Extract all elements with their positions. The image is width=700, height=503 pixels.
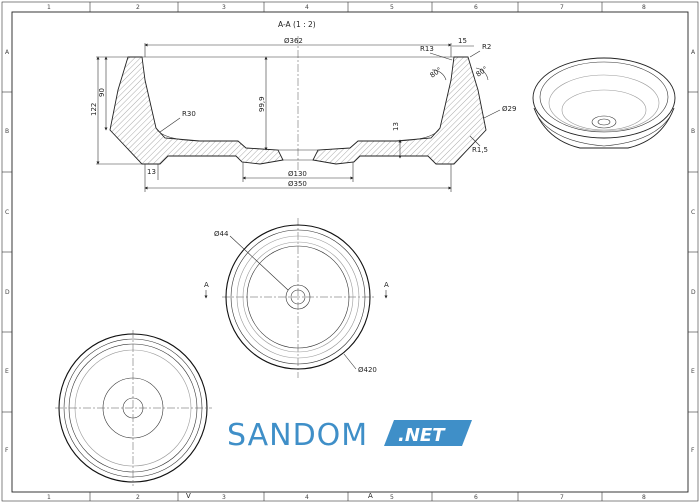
dim-base-diameter: Ø350 (288, 180, 307, 188)
section-hatch-right (312, 56, 487, 165)
dim-r30: R30 (182, 110, 196, 118)
zone-label: 4 (305, 494, 309, 501)
dim-d29: Ø29 (502, 105, 516, 113)
watermark-suffix: .NET (398, 425, 446, 446)
zone-label: A (691, 49, 696, 56)
section-arrow-label-bottom: A (384, 281, 389, 289)
plan-drain-label: Ø44 (214, 230, 229, 238)
zone-labels-top: 1 2 3 4 5 6 7 8 (47, 4, 646, 11)
dim-r13: R13 (420, 45, 434, 53)
dim-r2: R2 (482, 43, 491, 51)
sandom-watermark-logo: SANDOM .NET (227, 418, 472, 453)
zone-label: 8 (642, 4, 646, 11)
zone-label: 6 (474, 494, 478, 501)
dim-13-left: 13 (147, 168, 156, 176)
dim-depth: 99,9 (258, 96, 266, 112)
zone-label: F (691, 447, 695, 454)
dim-height-inner: 90 (98, 88, 106, 97)
zone-label: C (691, 209, 695, 216)
bottom-view (55, 330, 212, 486)
zone-label: 4 (305, 4, 309, 11)
zone-label: 1 (47, 494, 51, 501)
zone-label: B (5, 128, 9, 135)
watermark-brand: SANDOM (227, 418, 368, 453)
dim-angle-1: 80° (429, 66, 444, 80)
zone-label: 5 (390, 4, 394, 11)
section-title: A-A (1 : 2) (278, 20, 316, 29)
section-view-a-a: A-A (1 : 2) Ø362 R13 15 R2 80° 80° (90, 20, 516, 192)
zone-labels-left: A B C D E F (5, 49, 10, 454)
zone-label: C (5, 209, 9, 216)
zone-label: B (691, 128, 695, 135)
zone-label: 2 (136, 494, 140, 501)
zone-label: 1 (47, 4, 51, 11)
zone-label: 3 (222, 494, 226, 501)
dim-r15: R1,5 (472, 146, 488, 154)
zone-label: 2 (136, 4, 140, 11)
section-arrow-label-top: A (204, 281, 209, 289)
plan-view: Ø44 Ø420 A A (204, 218, 389, 378)
bottom-mark-v: V (186, 492, 191, 500)
zone-label: F (5, 447, 9, 454)
zone-label: E (5, 368, 9, 375)
isometric-view (532, 57, 676, 149)
plan-outer-label: Ø420 (358, 366, 377, 374)
zone-label: D (691, 289, 696, 296)
dim-13-right: 13 (392, 122, 400, 131)
zone-label: E (691, 368, 695, 375)
zone-label: A (5, 49, 10, 56)
zone-labels-right: A B C D E F (691, 49, 696, 454)
zone-label: 5 (390, 494, 394, 501)
dim-height-total: 122 (90, 103, 98, 116)
zone-label: D (5, 289, 10, 296)
zone-label: 3 (222, 4, 226, 11)
dim-15: 15 (458, 37, 467, 45)
zone-labels-bottom: 1 2 3 4 5 6 7 8 (47, 494, 646, 501)
zone-label: 7 (560, 494, 564, 501)
dim-drain-diameter: Ø130 (288, 170, 307, 178)
zone-label: 8 (642, 494, 646, 501)
dim-top-diameter: Ø362 (284, 37, 303, 45)
zone-label: 6 (474, 4, 478, 11)
zone-label: 7 (560, 4, 564, 11)
bottom-mark-a: A (368, 492, 373, 500)
